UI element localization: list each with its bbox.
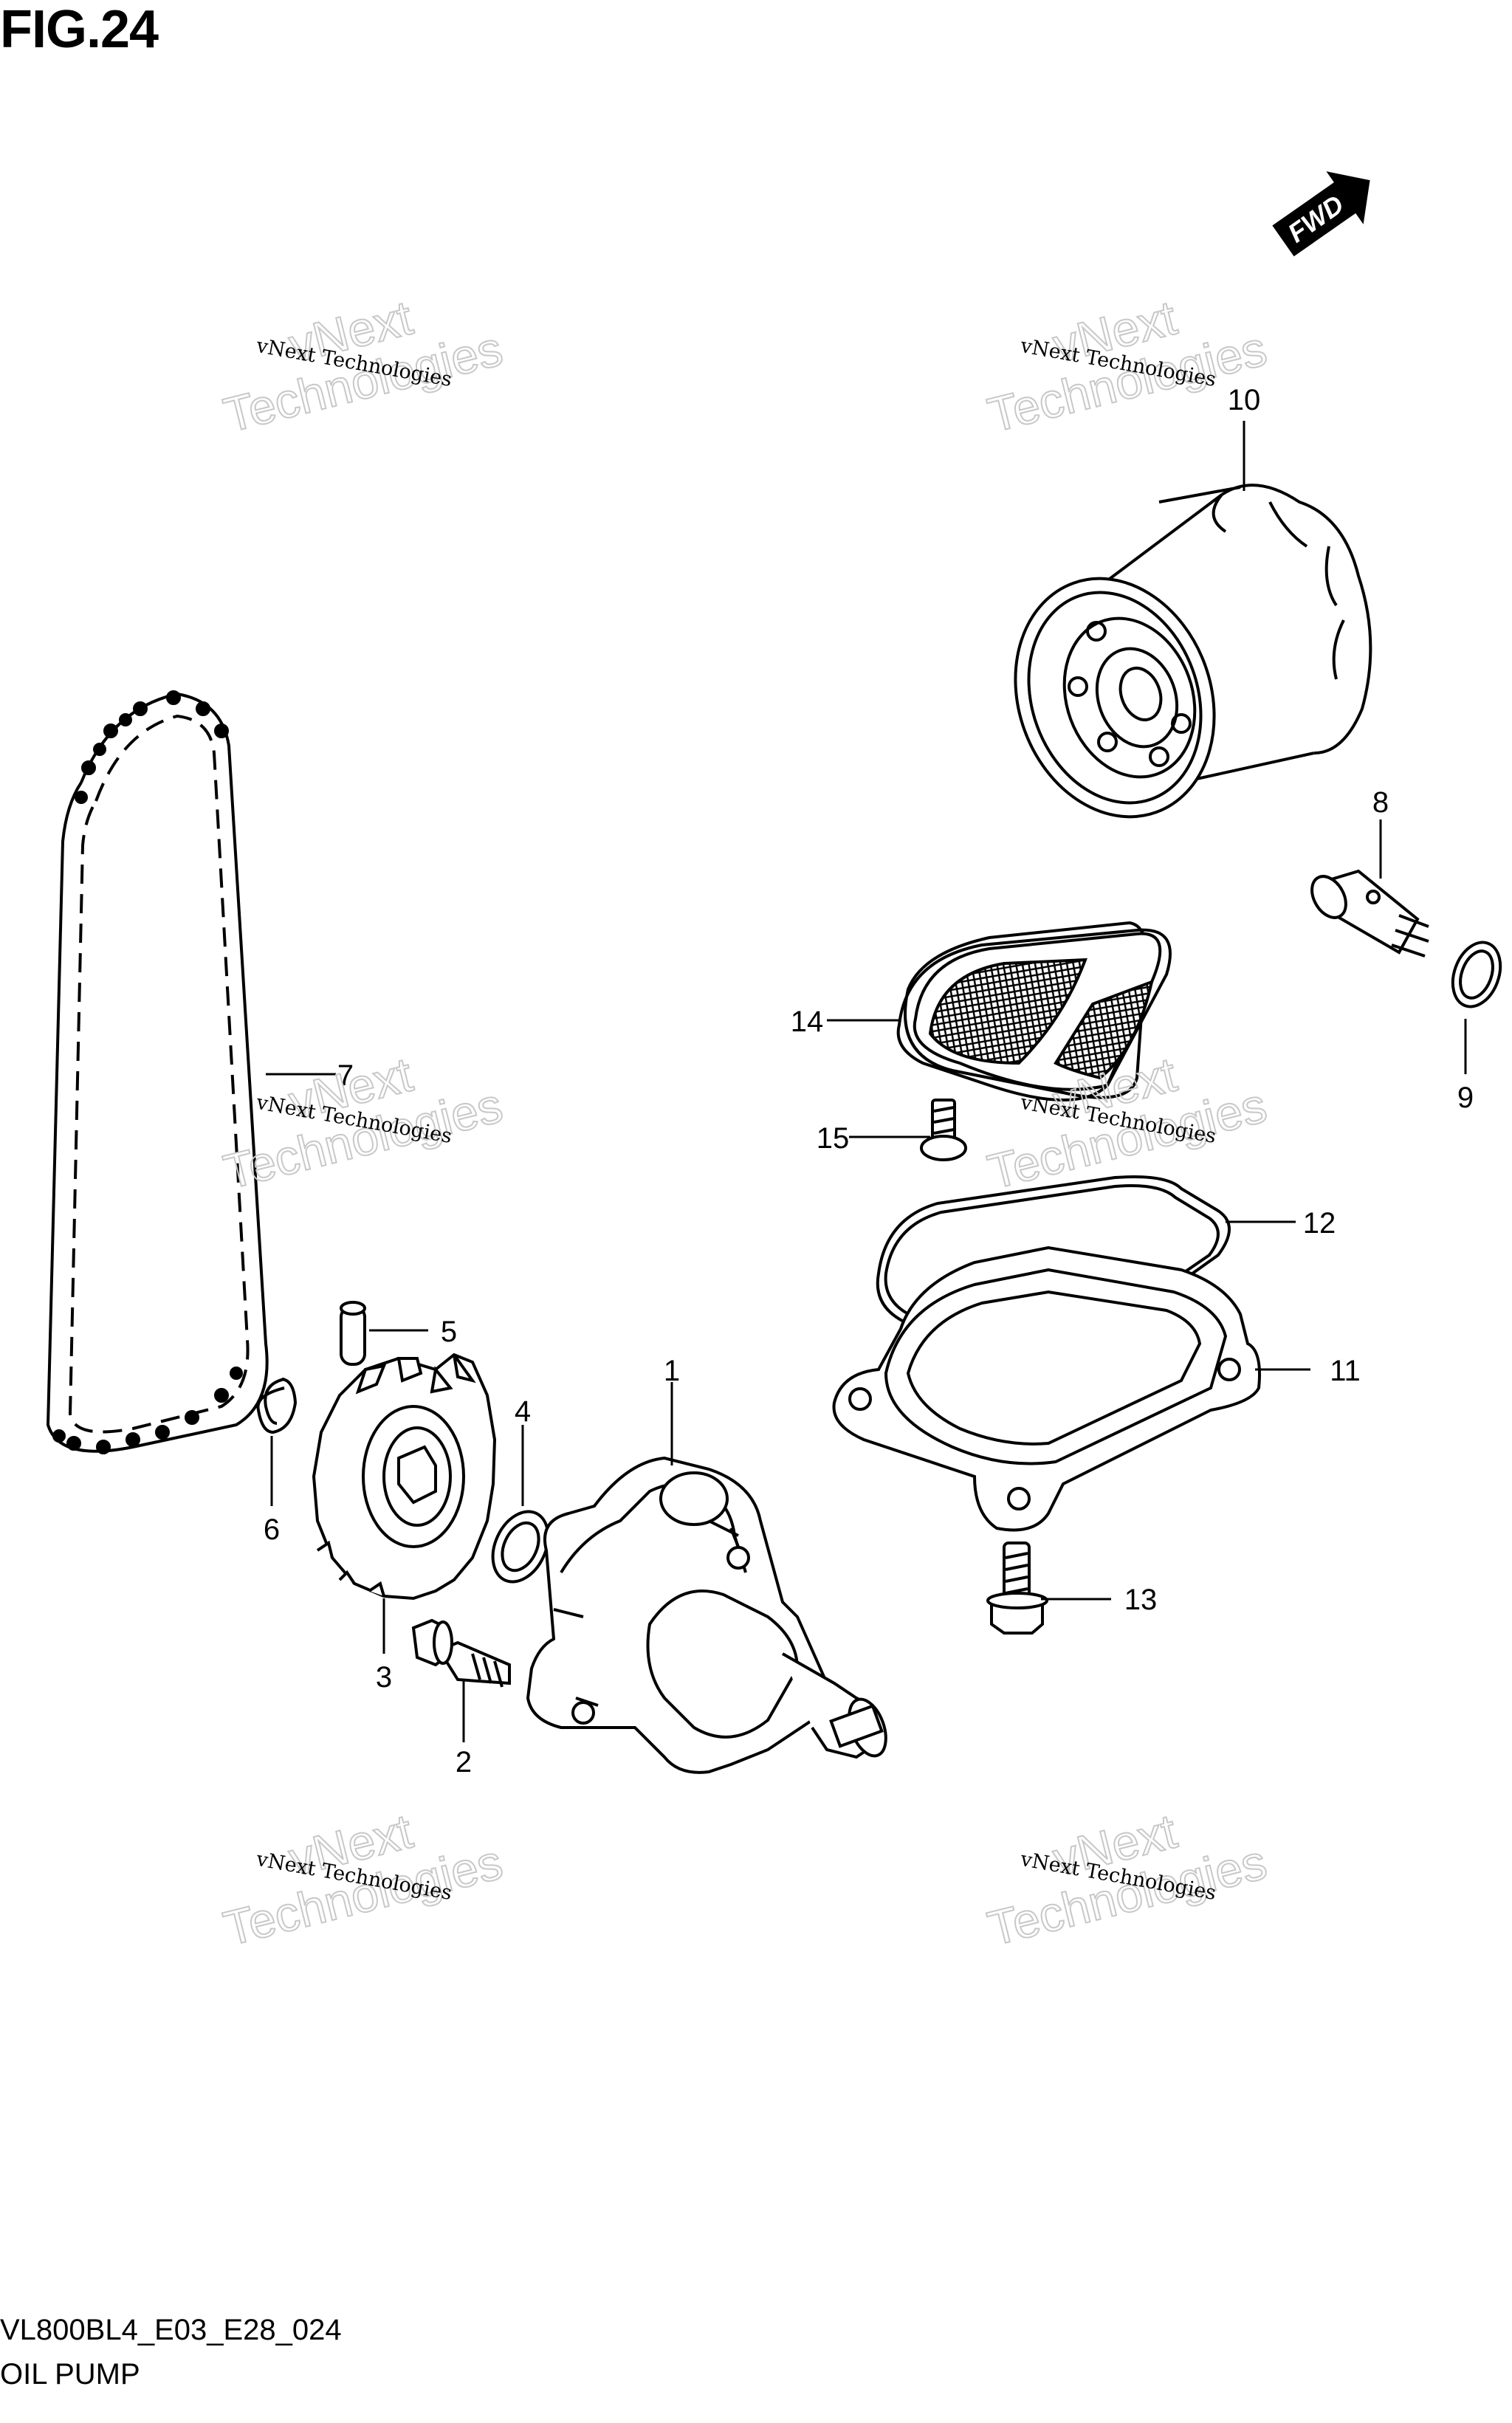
oil-strainer-plate	[896, 928, 1172, 1101]
callout-6: 6	[264, 1513, 280, 1546]
callout-15: 15	[817, 1122, 850, 1155]
circlip-6	[256, 1378, 298, 1434]
callout-11: 11	[1330, 1355, 1361, 1387]
oil-filter-fitting	[1310, 869, 1429, 958]
oil-strainer	[904, 921, 1162, 1099]
callout-3: 3	[376, 1661, 392, 1694]
callout-9: 9	[1457, 1082, 1474, 1114]
callout-14: 14	[791, 1006, 824, 1038]
fwd-badge: FWD	[1272, 171, 1370, 257]
oil-pump-body	[526, 1456, 887, 1774]
figure-name: OIL PUMP	[0, 2358, 140, 2391]
oil-pump-sprocket	[312, 1353, 497, 1601]
figure-title: FIG.24	[0, 0, 159, 59]
drive-chain	[46, 690, 269, 1454]
callout-8: 8	[1372, 786, 1389, 819]
figure-code: VL800BL4_E03_E28_024	[0, 2314, 342, 2346]
oil-filter	[1014, 484, 1372, 819]
leader-lines	[266, 421, 1467, 1742]
dowel-pin-5	[340, 1301, 366, 1366]
washer-9	[1451, 941, 1502, 1008]
callout-13: 13	[1124, 1584, 1158, 1616]
forward-arrow-icon	[1272, 171, 1370, 257]
callout-12: 12	[1303, 1207, 1336, 1240]
bolt-13	[986, 1542, 1048, 1635]
oil-pan-cover	[832, 1245, 1261, 1532]
bolt-2	[411, 1618, 511, 1688]
callout-7: 7	[337, 1059, 354, 1092]
callout-10: 10	[1228, 384, 1261, 416]
callout-5: 5	[441, 1316, 457, 1348]
callout-1: 1	[664, 1355, 680, 1387]
callout-4: 4	[515, 1395, 531, 1428]
washer-4	[491, 1510, 550, 1584]
callout-labels: 1 2 3 4 5 6 7 8 9 10 11 12 13 14 15	[264, 384, 1474, 1778]
callout-2: 2	[456, 1746, 472, 1778]
screw-15	[920, 1099, 967, 1161]
